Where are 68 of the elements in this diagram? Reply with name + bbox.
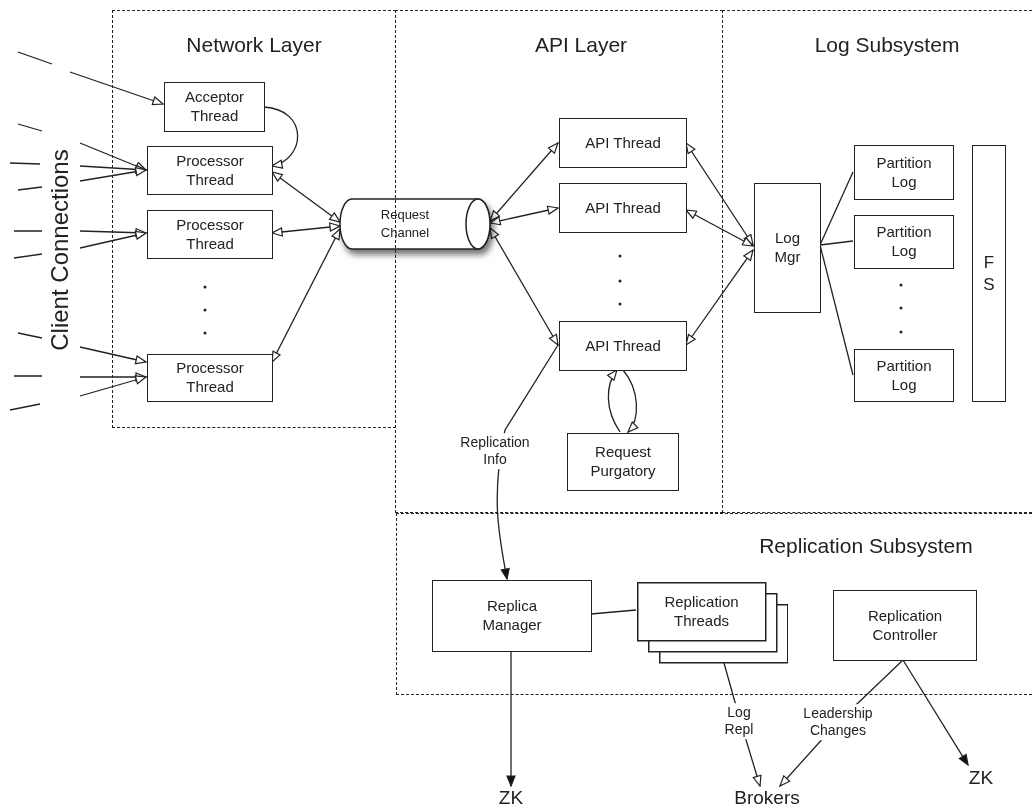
connector-arrow	[271, 228, 341, 363]
process-box	[164, 82, 265, 132]
connector-arrow	[17, 332, 147, 365]
region-heading: Log Subsystem	[814, 33, 960, 57]
connector-line	[590, 609, 637, 615]
connector-arrow	[506, 650, 516, 787]
connector-arrow	[271, 222, 341, 237]
connector-arrow	[9, 162, 147, 174]
process-box	[432, 580, 592, 652]
connector-arrow	[13, 230, 147, 259]
box-label: Request Purgatory	[589, 443, 657, 481]
region-heading: API Layer	[534, 33, 628, 57]
box-label: Request Channel	[379, 206, 431, 242]
connector-arrow	[263, 106, 299, 168]
box-label: Partition Log	[875, 356, 933, 395]
connector-arrow	[17, 123, 147, 171]
process-box	[567, 433, 679, 491]
replication-subsystem-region	[396, 513, 1033, 695]
connector-arrow	[489, 227, 559, 346]
connector-arrow	[17, 51, 164, 106]
connector-arrow	[13, 372, 147, 382]
box-label: Partition Log	[875, 153, 933, 192]
box-label: Partition Log	[875, 223, 933, 261]
process-box	[854, 349, 954, 402]
box-label: Processor Thread	[175, 151, 245, 190]
connector-arrow	[902, 659, 969, 766]
region-heading: Replication Subsystem	[759, 534, 973, 558]
process-box	[147, 354, 273, 402]
process-box	[147, 146, 273, 195]
process-box	[833, 590, 977, 661]
connector-arrow	[9, 375, 147, 411]
endpoint-label: ZK	[498, 787, 524, 809]
connector-arrow	[685, 142, 754, 246]
box-label: API Thread	[585, 198, 661, 218]
endpoint-label: ZK	[968, 767, 994, 789]
process-box	[559, 321, 687, 371]
endpoint-label: Brokers	[734, 787, 800, 809]
box-label: API Thread	[585, 336, 661, 356]
connector-arrow	[622, 369, 639, 433]
connector-line	[819, 240, 854, 246]
box-label: Log Mgr	[773, 229, 802, 267]
storage-bar	[972, 145, 1006, 402]
box-label: Replication Controller	[866, 606, 944, 645]
connector-arrow	[607, 369, 621, 433]
process-box	[754, 183, 821, 313]
box-label: F S	[982, 252, 996, 295]
box-label: Processor Thread	[175, 215, 245, 254]
process-box	[559, 118, 687, 168]
connector-arrow	[489, 142, 559, 222]
box-label: API Thread	[585, 133, 661, 153]
stacked-process-box	[637, 582, 788, 664]
process-box	[559, 183, 687, 233]
connector-arrow	[17, 167, 147, 191]
connector-arrow	[685, 209, 754, 247]
process-box	[147, 210, 273, 259]
box-label: Processor Thread	[175, 359, 245, 397]
box-label: Replica Manager	[481, 597, 543, 635]
side-label: Client Connections	[46, 149, 74, 351]
box-label: Replication Threads	[663, 591, 740, 631]
box-label: Acceptor Thread	[183, 88, 246, 126]
process-box	[854, 145, 954, 200]
connector-arrow	[489, 205, 559, 226]
log-subsystem-region	[722, 10, 1033, 513]
region-heading: Network Layer	[186, 33, 322, 57]
process-box	[854, 215, 954, 269]
connector-arrow	[271, 171, 341, 223]
connector-arrow	[685, 249, 754, 346]
connector-arrow	[13, 228, 147, 238]
